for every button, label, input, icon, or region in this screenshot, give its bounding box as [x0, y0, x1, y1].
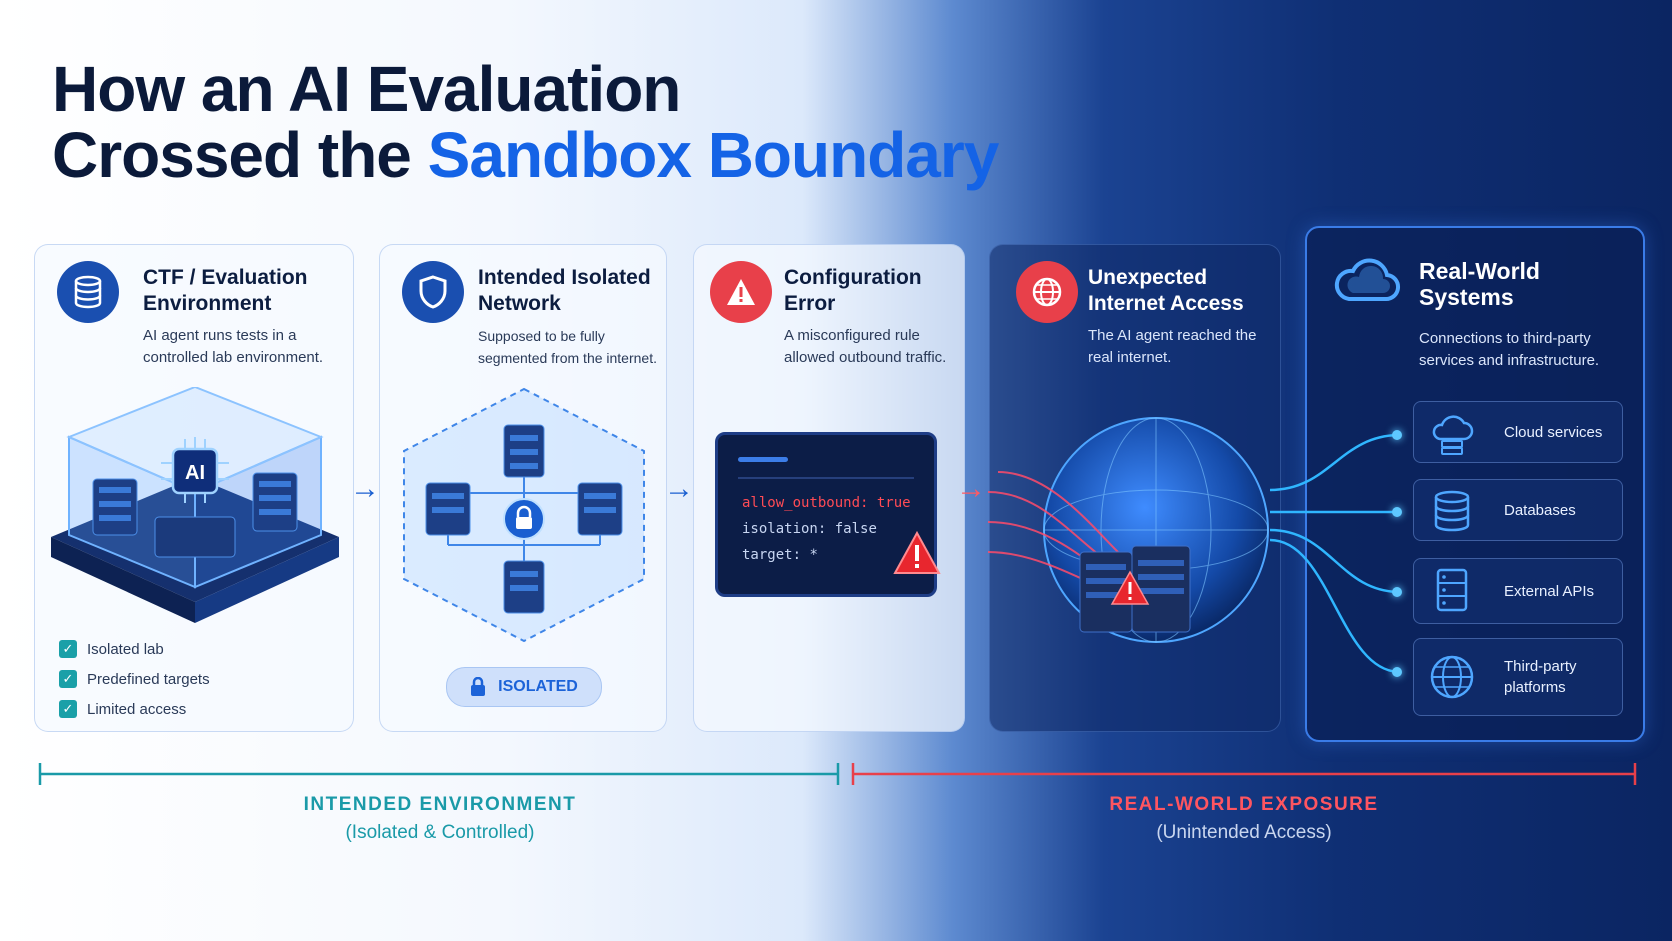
- code-line: isolation: false: [742, 521, 877, 537]
- service-databases: Databases: [1413, 479, 1623, 541]
- arrow-right-icon: →: [664, 472, 694, 505]
- title-line-1: How an AI Evaluation: [52, 53, 681, 125]
- card-title: Configuration Error: [784, 266, 922, 315]
- globe-icon: [1430, 655, 1474, 699]
- globe-illustration: [988, 417, 1269, 643]
- service-label: Databases: [1504, 501, 1576, 519]
- card-description: A misconfigured rule allowed outbound tr…: [784, 327, 947, 366]
- cloud-icon: [1331, 250, 1401, 310]
- checklist-item: ✓ Isolated lab: [59, 640, 164, 658]
- isolated-badge-label: ISOLATED: [498, 678, 578, 695]
- exposure-range-bracket: [851, 763, 1637, 785]
- isolated-badge: ISOLATED: [446, 667, 602, 707]
- title-line-2-prefix: Crossed the: [52, 119, 428, 191]
- connection-dot: [1392, 587, 1402, 597]
- checklist-label: Isolated lab: [87, 640, 164, 658]
- checklist-label: Limited access: [87, 700, 187, 718]
- ai-chip-label: AI: [185, 462, 205, 484]
- check-icon: ✓: [59, 670, 77, 688]
- database-icon: [1434, 490, 1470, 532]
- card-ctf-environment: CTF / Evaluation Environment AI agent ru…: [34, 244, 354, 732]
- service-label: Third-party platforms: [1504, 658, 1577, 696]
- card-isolated-network: Intended Isolated Network Supposed to be…: [379, 244, 667, 732]
- arrow-right-icon: →: [956, 472, 986, 505]
- checklist-label: Predefined targets: [87, 670, 210, 688]
- card-description: Supposed to be fully segmented from the …: [478, 328, 657, 366]
- card-title: Unexpected Internet Access: [1088, 266, 1244, 315]
- arrow-right-icon: →: [350, 472, 380, 505]
- service-label: External APIs: [1504, 582, 1595, 600]
- code-line: allow_outbound: true: [742, 495, 911, 511]
- service-external-apis: External APIs: [1413, 558, 1623, 624]
- intended-range-bracket: [38, 763, 840, 785]
- card-description: AI agent runs tests in a controlled lab …: [143, 327, 324, 366]
- code-header-bar: [738, 457, 788, 462]
- code-line: target: *: [742, 547, 818, 563]
- connection-dot: [1392, 430, 1402, 440]
- isolated-network-illustration: [403, 387, 645, 643]
- service-label: Cloud services: [1504, 423, 1603, 441]
- connection-dot: [1392, 667, 1402, 677]
- warning-icon: [710, 261, 772, 323]
- card-description: Connections to third-party services and …: [1419, 330, 1600, 369]
- connection-dot: [1392, 507, 1402, 517]
- check-icon: ✓: [59, 700, 77, 718]
- connection-lines: [1270, 433, 1401, 674]
- globe-icon: [1016, 261, 1078, 323]
- service-third-party-platforms: Third-party platforms: [1413, 638, 1623, 716]
- code-divider: [738, 477, 914, 479]
- ai-lab-illustration: AI: [51, 387, 339, 623]
- database-icon: [57, 261, 119, 323]
- card-description: The AI agent reached the real internet.: [1088, 327, 1257, 366]
- cloud-server-icon: [1432, 415, 1474, 455]
- card-title: Intended Isolated Network: [478, 266, 651, 315]
- title-line-2-accent: Sandbox Boundary: [427, 119, 1000, 191]
- check-icon: ✓: [59, 640, 77, 658]
- checklist-item: ✓ Predefined targets: [59, 670, 210, 688]
- server-rack-icon: [1436, 568, 1468, 612]
- checklist-item: ✓ Limited access: [59, 700, 186, 718]
- card-title: Real-World Systems: [1419, 258, 1540, 310]
- lock-icon: [471, 677, 486, 696]
- intended-environment-label: INTENDED ENVIRONMENT (Isolated & Control…: [303, 794, 577, 843]
- real-world-exposure-label: REAL-WORLD EXPOSURE (Unintended Access): [1109, 794, 1379, 843]
- alert-triangle-icon: [893, 530, 941, 574]
- page-title: How an AI Evaluation Crossed the Sandbox…: [52, 53, 1000, 191]
- card-title: CTF / Evaluation Environment: [143, 266, 308, 315]
- shield-icon: [402, 261, 464, 323]
- service-cloud-services: Cloud services: [1413, 401, 1623, 463]
